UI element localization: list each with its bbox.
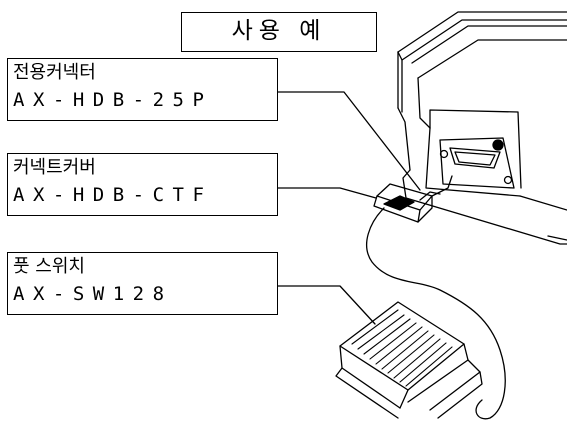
callout-dedicated-connector: 전용커넥터 AX-HDB-25P	[7, 58, 278, 121]
cable	[366, 207, 506, 420]
callout-code: AX-SW128	[13, 283, 173, 305]
callout-connector-cover: 커넥트커버 AX-HDB-CTF	[7, 153, 278, 216]
callout-code: AX-HDB-25P	[13, 89, 213, 111]
connector-cover	[373, 175, 453, 223]
device-unit	[397, 11, 567, 245]
diagram-title: 사용 예	[181, 12, 377, 52]
leader-line-cover	[277, 187, 377, 199]
callout-name: 풋 스위치	[13, 256, 85, 277]
leader-line-connector	[277, 91, 421, 191]
leader-line-switch	[277, 285, 376, 325]
callout-foot-switch: 풋 스위치 AX-SW128	[7, 252, 278, 315]
callout-code: AX-HDB-CTF	[13, 184, 213, 206]
callout-name: 전용커넥터	[13, 62, 96, 83]
foot-switch	[335, 301, 483, 419]
callout-name: 커넥트커버	[13, 157, 96, 178]
